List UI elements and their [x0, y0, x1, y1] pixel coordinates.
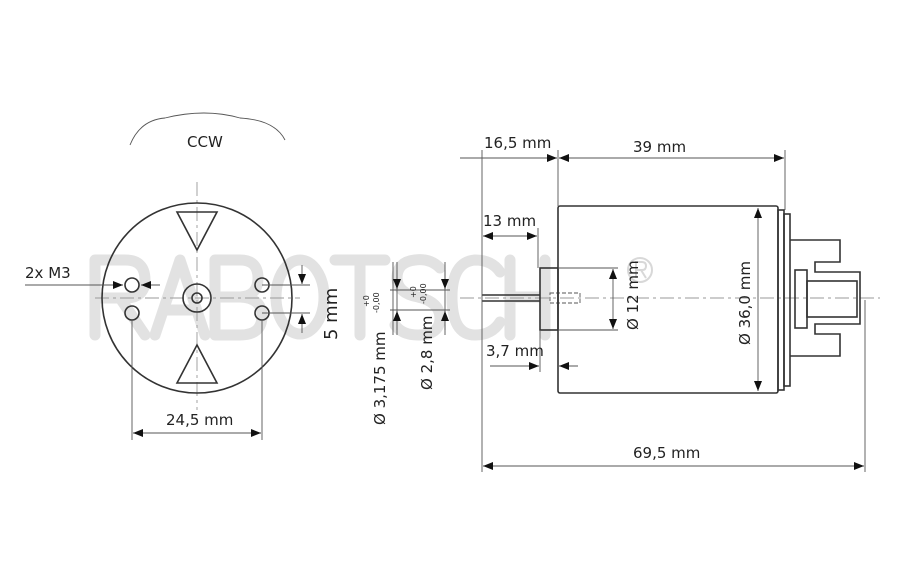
rear-collar: [794, 269, 808, 329]
shaft-end: [191, 292, 203, 304]
thread-label: 2x M3: [25, 264, 71, 282]
shaft-tol-upper: +0: [362, 295, 371, 307]
bushing-diameter-label: Ø 12 mm: [624, 260, 642, 330]
watermark-logo: [89, 254, 551, 341]
shaft-secondary-diameter-label: Ø 2,8 mm: [418, 316, 436, 390]
vent-triangle-top: [175, 211, 219, 252]
total-length-label: 69,5 mm: [633, 444, 700, 462]
rear-shaft: [806, 280, 858, 318]
ccw-label: CCW: [187, 133, 223, 151]
shaft-boss: [182, 283, 212, 313]
watermark-registered-icon: [627, 257, 653, 283]
shaft-free-length-label: 13 mm: [483, 212, 536, 230]
shaft-length-label: 16,5 mm: [484, 134, 551, 152]
vent-triangle-bottom: [175, 343, 219, 384]
front-view: CCW 2x M3 24,5 mm 5 mm: [25, 112, 342, 440]
motor-face-circle: [101, 202, 293, 394]
secondary-tol-lower: -0,00: [419, 283, 428, 304]
flange-ring: [783, 213, 791, 387]
shaft-diameter-label: Ø 3,175 mm: [371, 331, 389, 425]
shaft-tol-lower: -0,00: [372, 292, 381, 313]
flange: [777, 209, 785, 391]
rear-bearing-housing: [790, 239, 861, 357]
side-view: 16,5 mm 39 mm 13 mm 3,7 mm Ø 12 mm Ø 36,…: [460, 134, 880, 472]
body-diameter-label: Ø 36,0 mm: [736, 261, 754, 345]
shaft-diameter-dims: Ø 3,175 mm +0 -0,00 Ø 2,8 mm +0 -0,00: [362, 262, 450, 425]
mount-hole: [124, 277, 140, 293]
ccw-arc: [129, 117, 286, 146]
screw-hidden-line: [549, 292, 581, 304]
ccw-arc-mid: [164, 112, 241, 119]
secondary-tol-upper: +0: [409, 286, 418, 298]
body-length-label: 39 mm: [633, 138, 686, 156]
hole-offset-label: 5 mm: [321, 288, 342, 340]
hole-spacing-label: 24,5 mm: [166, 411, 233, 429]
bushing-length-label: 3,7 mm: [486, 342, 544, 360]
